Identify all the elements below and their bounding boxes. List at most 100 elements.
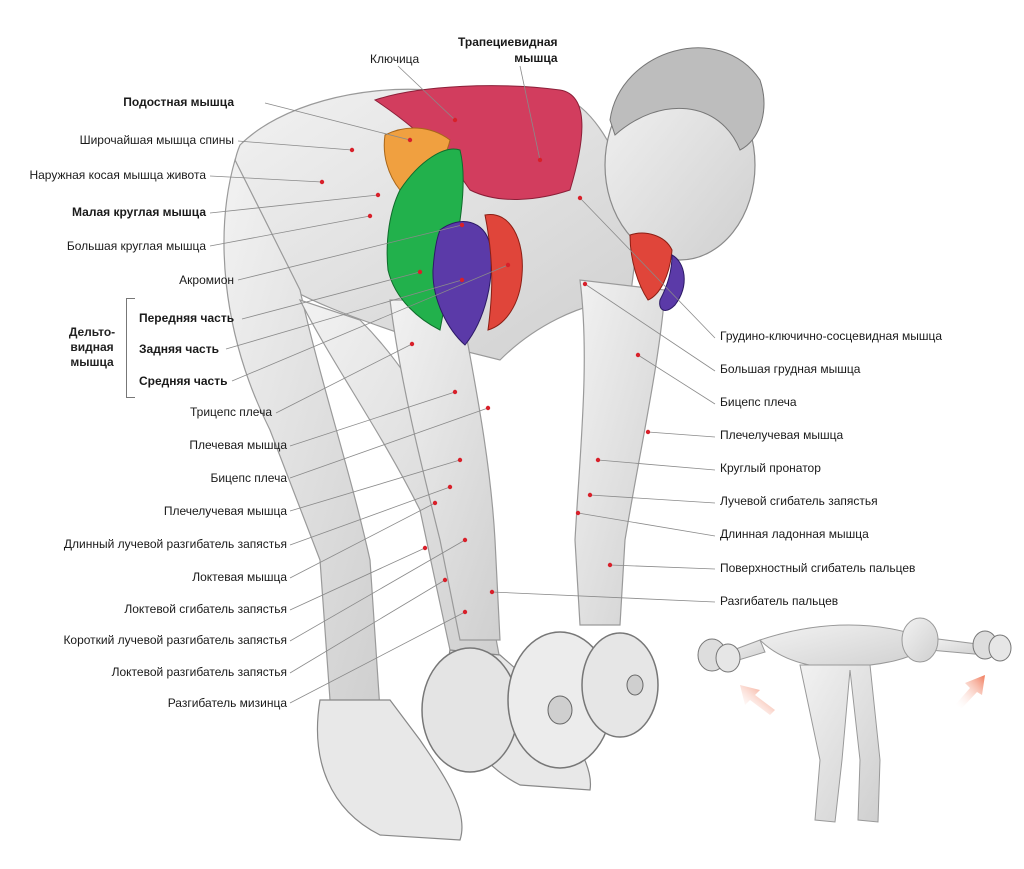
leader-line — [609, 564, 716, 570]
leader-dot — [575, 510, 581, 516]
leader-line — [237, 140, 353, 151]
leader-dot — [462, 537, 468, 543]
leader-dot — [489, 589, 495, 595]
left-label: Большая круглая мышца — [66, 239, 206, 253]
leader-dot — [319, 179, 325, 185]
left-label: Длинный лучевой разгибатель запястья — [63, 537, 287, 551]
dumbbell-hub — [547, 695, 573, 725]
deltoid-bracket — [126, 298, 135, 398]
leader-line — [241, 271, 421, 320]
leader-dot — [432, 500, 438, 506]
leader-line — [237, 224, 463, 281]
leader-dot — [442, 577, 448, 583]
up-arrow-icon — [955, 675, 985, 708]
leader-dot — [505, 262, 511, 268]
leader-dot — [635, 352, 641, 358]
leader-dot — [595, 457, 601, 463]
main-figure — [223, 47, 765, 841]
leader-line — [289, 547, 426, 611]
leader-line — [397, 65, 456, 121]
leader-line — [264, 102, 411, 141]
leader-dot — [367, 213, 373, 219]
leader-line — [289, 486, 451, 546]
left-label: Плечевая мышца — [189, 438, 287, 452]
leader-dot — [417, 269, 423, 275]
leader-line — [289, 459, 461, 512]
leader-dots — [319, 117, 651, 615]
leader-line — [275, 343, 413, 414]
inset-legs — [799, 664, 881, 823]
up-arrow-icon — [740, 685, 775, 715]
leader-dot — [422, 545, 428, 551]
leader-line — [289, 539, 466, 642]
leader-dot — [462, 609, 468, 615]
leader-dot — [459, 222, 465, 228]
left-label: Малая круглая мышца — [72, 205, 206, 219]
label-trapezius: Трапециевидная мышца — [458, 35, 558, 65]
deltoid-title: Дельто- видная мышца — [68, 325, 116, 369]
leader-dot — [485, 405, 491, 411]
leader-dot — [407, 137, 413, 143]
right-label: Поверхностный сгибатель пальцев — [720, 561, 916, 575]
leader-line — [637, 354, 716, 405]
left-label: Наружная косая мышца живота — [29, 168, 206, 182]
leader-line — [231, 264, 509, 382]
leader-line — [289, 579, 446, 674]
right-label: Большая грудная мышца — [720, 362, 861, 376]
leader-line — [209, 194, 379, 214]
dumbbell-hub — [626, 674, 644, 696]
leader-line — [647, 431, 716, 438]
leader-line — [519, 65, 541, 161]
leader-line — [584, 283, 716, 372]
leader-dot — [452, 117, 458, 123]
leader-dot — [582, 281, 588, 287]
sternocleidomastoid-muscle-2 — [659, 254, 685, 311]
left-label: Короткий лучевой разгибатель запястья — [63, 633, 287, 647]
inset-figure — [697, 617, 1012, 823]
middle-deltoid-muscle — [484, 214, 523, 331]
left-label: Плечелучевая мышца — [163, 504, 287, 518]
hair — [609, 47, 765, 151]
left-label: Разгибатель мизинца — [167, 696, 287, 710]
deltoid-part-middle: Средняя часть — [139, 374, 228, 388]
right-label: Лучевой сгибатель запястья — [720, 494, 878, 508]
right-label: Разгибатель пальцев — [720, 594, 839, 608]
leader-dot — [607, 562, 613, 568]
leader-dot — [577, 195, 583, 201]
inset-head — [901, 617, 939, 663]
leader-dot — [349, 147, 355, 153]
sternocleidomastoid-muscle — [629, 232, 673, 301]
left-label: Локтевой сгибатель запястья — [124, 602, 287, 616]
leader-line — [577, 512, 716, 537]
right-label: Бицепс плеча — [720, 395, 797, 409]
leader-dot — [645, 429, 651, 435]
right-label: Круглый пронатор — [720, 461, 821, 475]
leader-line — [225, 279, 463, 350]
right-label: Грудино-ключично-сосцевидная мышца — [720, 329, 943, 343]
leader-line — [289, 502, 436, 579]
leader-dot — [457, 457, 463, 463]
leader-line — [589, 494, 716, 504]
leader-dot — [452, 389, 458, 395]
deltoid-part-posterior: Задняя часть — [139, 342, 219, 356]
left-label: Бицепс плеча — [210, 471, 287, 485]
deltoid-part-anterior: Передняя часть — [139, 311, 235, 325]
leader-dot — [459, 277, 465, 283]
left-label: Подостная мышца — [123, 95, 234, 109]
label-clavicle: Ключица — [370, 52, 420, 66]
leader-dot — [409, 341, 415, 347]
arm-right — [574, 279, 666, 626]
leader-dot — [447, 484, 453, 490]
leader-line — [289, 611, 466, 704]
leader-dot — [587, 492, 593, 498]
leader-lines — [209, 65, 716, 704]
dumbbell-plate — [421, 647, 519, 773]
posterior-deltoid-muscle — [432, 221, 492, 346]
leader-line — [289, 391, 456, 447]
leader-line — [209, 215, 371, 247]
leader-line — [597, 459, 716, 471]
dumbbell-plate — [581, 632, 659, 738]
inset-dumbbell-left — [715, 643, 741, 673]
shoe-left — [316, 699, 463, 841]
